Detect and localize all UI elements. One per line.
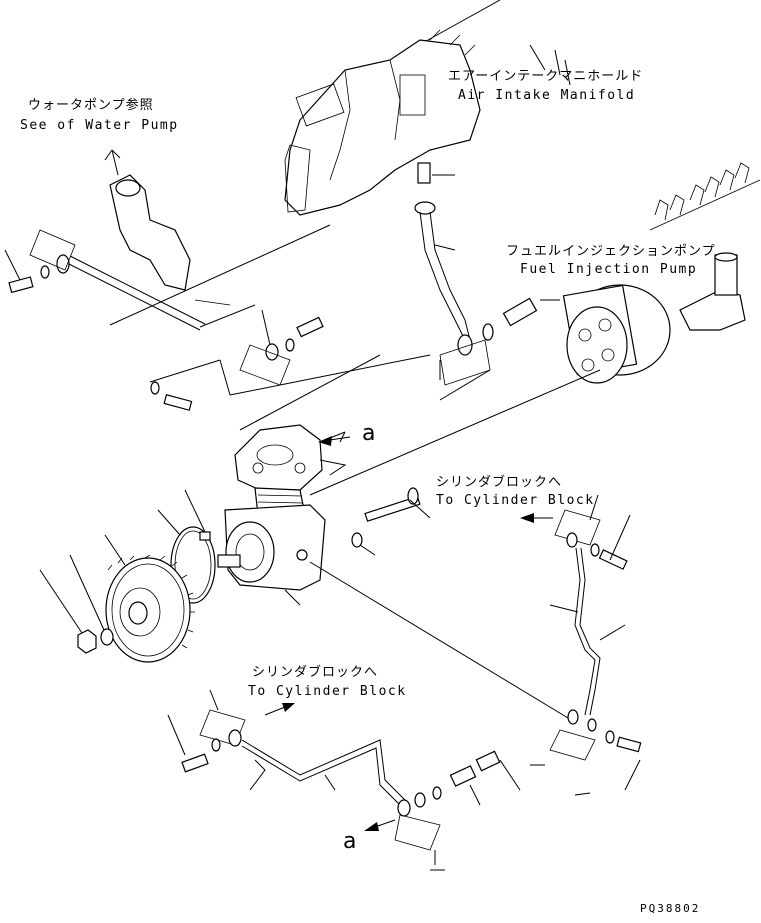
manifold-fitting [414,162,473,356]
water-pump-tube [4,229,271,346]
to-cylinder-block-bottom-jp: シリンダブロックへ [252,664,378,680]
compressor-bolt [284,487,431,606]
air-intake-manifold-en: Air Intake Manifold [458,88,635,103]
drawing-code: PQ38802 [640,902,700,915]
water-pump-ref-jp: ウォータポンプ参照 [28,97,154,113]
fuel-injection-pump [562,162,761,384]
nut-washer [39,554,114,654]
to-cylinder-block-right-en: To Cylinder Block [436,493,595,508]
ref-a-top: a [362,421,375,446]
water-pump-reference [104,149,191,291]
bottom-pipe-assembly [167,689,591,871]
to-cylinder-block-right-jp: シリンダブロックへ [436,474,562,490]
air-compressor [217,424,347,591]
fuel-injection-pump-en: Fuel Injection Pump [520,262,697,277]
clamp-bolt-group [149,316,324,411]
air-intake-manifold [284,0,571,216]
water-pump-ref-en: See of Water Pump [20,118,179,133]
fuel-injection-pump-jp: フュエルインジェクションポンプ [506,244,716,259]
direction-arrows [264,436,553,831]
pipe-bolt-right [482,297,560,341]
to-cylinder-block-bottom-en: To Cylinder Block [248,684,407,699]
pump-to-compressor-line [239,354,601,496]
drive-gear [104,534,195,663]
leader-lines-upper [109,224,491,401]
ref-a-bottom: a [343,829,356,854]
air-intake-manifold-jp: エアーインテークマニホールド [448,69,643,84]
right-pipe-assembly [309,494,642,791]
